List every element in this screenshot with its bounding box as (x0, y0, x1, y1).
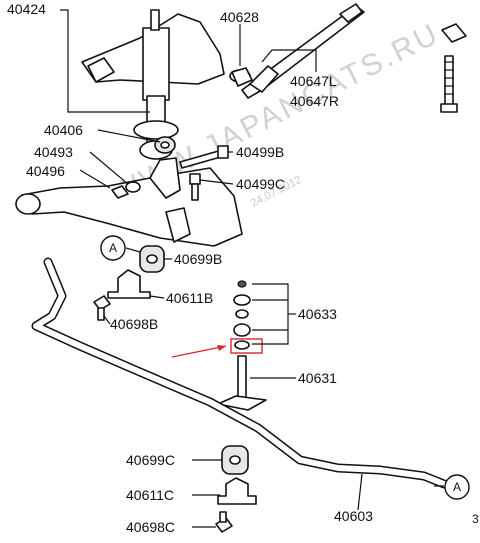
part-40496-nut (111, 185, 129, 199)
callout-40699c: 40699C (126, 452, 175, 468)
callout-40611b: 40611B (166, 290, 213, 306)
lower-arm (15, 157, 243, 247)
part-40631-stabilizer-link (217, 355, 267, 411)
callout-40499c: 40499C (236, 176, 285, 192)
callout-40699b: 40699B (174, 251, 222, 267)
part-40699c-bushing (221, 445, 249, 475)
callout-40499b: 40499B (236, 144, 284, 160)
callout-40611c: 40611C (126, 487, 174, 503)
part-40699b-bushing (139, 245, 165, 273)
reference-mark-a-top: A (100, 235, 126, 261)
callout-40496: 40496 (26, 163, 65, 179)
leader-lines (60, 9, 444, 528)
part-40611b-bracket (107, 269, 151, 299)
part-40698b-bolt (93, 295, 111, 321)
callout-40698b: 40698B (110, 316, 158, 332)
part-40603-stabilizer-bar (31, 257, 449, 489)
callout-40647r: 40647R (290, 93, 339, 109)
part-40698c-bolt (215, 511, 233, 533)
upper-arm-shock-assembly (81, 9, 225, 160)
callout-40406: 40406 (44, 122, 83, 138)
reference-label: A (453, 480, 461, 494)
callout-40424: 40424 (7, 1, 46, 17)
part-40499b-bolt (179, 145, 229, 169)
part-40493-washer (125, 181, 141, 193)
part-40406-bushing (154, 136, 176, 154)
torsion-bar (241, 3, 365, 99)
part-40499c-bolt (189, 173, 201, 201)
highlight-arrowhead (217, 345, 226, 351)
callout-40698c: 40698C (126, 519, 175, 535)
callout-40603: 40603 (334, 508, 373, 524)
callout-40631: 40631 (298, 370, 337, 386)
part-40633-link-kit (233, 280, 251, 350)
part-40611c-bracket (217, 477, 257, 505)
callout-40493: 40493 (34, 144, 73, 160)
callout-40628: 40628 (220, 9, 259, 25)
highlight-arrow (171, 345, 227, 358)
corner-mark: 3 (472, 512, 479, 526)
reference-label: A (109, 241, 117, 255)
bolt-top-right (440, 23, 467, 113)
reference-mark-a-bottom: A (444, 474, 470, 500)
callout-40633: 40633 (298, 306, 337, 322)
highlight-box (230, 338, 263, 354)
part-40628-nut (229, 67, 253, 87)
callout-40647l: 40647L (290, 73, 337, 89)
